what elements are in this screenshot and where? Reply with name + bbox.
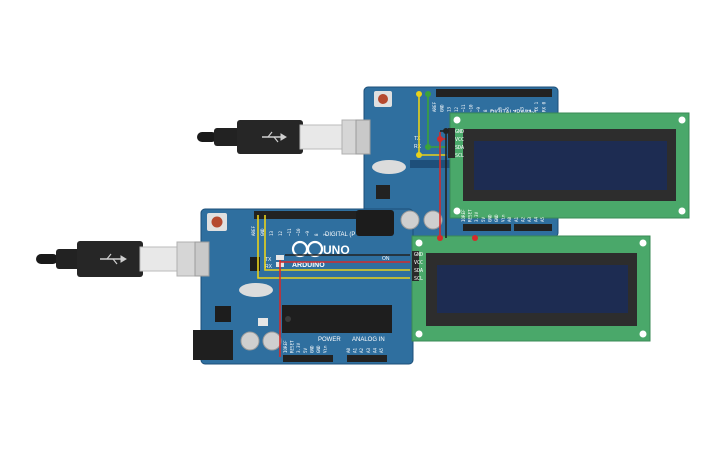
top-power-pin-5: GND (494, 214, 499, 222)
top-power-pin-2: 3.3V (474, 211, 479, 222)
top-pin-label-0: AREF (432, 101, 437, 112)
bottom-pin-label-4: ~11 (287, 228, 292, 236)
model-label: UNO (323, 243, 350, 257)
top-pin-label-5: ~10 (469, 104, 474, 112)
bottom-analog-pin-4: A4 (372, 347, 377, 353)
top-rx-label: RX (414, 144, 422, 150)
top-power-pin-12: A5 (540, 216, 545, 222)
arduino-logo-icon (291, 240, 324, 258)
bottom-power-pin-4: GND (309, 345, 314, 353)
top-power-pin-9: A2 (520, 216, 525, 222)
top-pin-label-1: GND (439, 104, 444, 112)
top-pin-label-8: 7 (490, 109, 495, 112)
bottom-power-pin-3: 5V (303, 347, 308, 353)
usb-symbol-icon (262, 131, 287, 143)
wire-bottom-sda[interactable] (264, 215, 410, 271)
bottom-analog-pin-5: A5 (379, 347, 384, 353)
bottom-power-pin-2: 3.3V (296, 342, 301, 353)
top-power-pin-11: A4 (534, 216, 539, 222)
top-power-pin-7: A0 (507, 216, 512, 222)
lcd-top-pin-vcc: VCC (455, 137, 464, 143)
top-pin-label-2: 13 (447, 106, 452, 112)
bottom-analog-pin-1: A1 (353, 347, 358, 353)
bottom-power-pin-6: Vin (323, 345, 328, 353)
bottom-rx-label: RX (265, 264, 273, 270)
on-label: ON (382, 256, 390, 262)
bottom-pin-label-7: 8 (314, 233, 319, 236)
bottom-tx-label: TX (265, 257, 272, 263)
bottom-power-pin-5: GND (316, 345, 321, 353)
top-pin-label-4: ~11 (461, 104, 466, 112)
top-power-pin-4: GND (487, 214, 492, 222)
top-pin-label-10: ~5 (505, 106, 510, 112)
reset-button[interactable] (211, 216, 223, 228)
top-power-pin-6: Vin (501, 214, 506, 222)
usb-cable-bottom[interactable] (36, 241, 204, 277)
top-pin-label-9: ~6 (498, 106, 503, 112)
wires[interactable] (257, 94, 447, 357)
bottom-pin-label-row: AREF GND 13 12 ~11 ~10 ~9 8 7 (251, 225, 328, 236)
top-power-pin-8: A1 (514, 216, 519, 222)
lcd-top-pin-sda: SDA (455, 145, 464, 151)
bottom-analog-pin-2: A2 (359, 347, 364, 353)
top-pin-label-14: TX 1 (534, 101, 539, 112)
bottom-pin-label-1: GND (260, 228, 265, 236)
bottom-pin-label-0: AREF (251, 225, 256, 236)
reset-button[interactable] (378, 94, 388, 104)
lcd-bottom-pin-vcc: VCC (414, 260, 423, 266)
usb-symbol-icon (100, 253, 127, 265)
bottom-power-pin-1: RESET (290, 340, 295, 353)
top-power-pin-0: IOREF (461, 209, 466, 222)
lcd-top-pin-scl: SCL (455, 153, 464, 159)
analog-label: ANALOG IN (352, 337, 385, 343)
bottom-pin-label-6: ~9 (305, 230, 310, 236)
lcd-bottom-pin-gnd: GND (414, 252, 423, 258)
bottom-digital-label: DIGITAL (P (325, 232, 355, 238)
microcontroller-chip (282, 305, 392, 333)
bottom-pin-label-3: 12 (278, 230, 283, 236)
bottom-pin-label-2: 13 (269, 230, 274, 236)
bottom-analog-pin-0: A0 (346, 347, 351, 353)
bottom-pin-label-8: 7 (323, 233, 328, 236)
top-tx-label: TX (414, 136, 421, 142)
wire-bottom-scl[interactable] (257, 215, 410, 279)
lcd-screen (474, 141, 667, 190)
top-pin-label-13: 2 (527, 109, 532, 112)
top-pin-label-11: 4 (512, 109, 517, 112)
usb-cable-top[interactable] (197, 119, 367, 155)
wire-endpoints (416, 91, 478, 241)
lcd-bottom-pin-sda: SDA (414, 268, 423, 274)
top-power-pin-3: 5V (481, 216, 486, 222)
lcd-display-top[interactable]: GND VCC SDA SCL (448, 112, 690, 219)
lcd-display-bottom[interactable]: GND VCC SDA SCL (411, 235, 651, 342)
bottom-power-pin-0: IOREF (283, 340, 288, 353)
top-pin-label-3: 12 (454, 106, 459, 112)
top-pin-label-12: ~3 (520, 106, 525, 112)
top-power-pin-10: A3 (527, 216, 532, 222)
lcd-bottom-pin-scl: SCL (414, 276, 423, 282)
top-pin-label-15: RX 0 (542, 101, 547, 112)
top-pin-label-7: 8 (483, 109, 488, 112)
bottom-pin-label-5: ~10 (296, 228, 301, 236)
top-pin-label-6: ~9 (476, 106, 481, 112)
brand-label: ARDUINO (292, 262, 325, 269)
power-label: POWER (318, 337, 341, 343)
lcd-screen (437, 265, 628, 313)
arduino-board-bottom[interactable]: DIGITAL (P ARDUINO UNO ON TX RX (193, 208, 443, 365)
top-power-pin-1: RESET (468, 209, 473, 222)
bottom-analog-pin-3: A3 (366, 347, 371, 353)
lcd-top-pin-gnd: GND (455, 129, 464, 135)
